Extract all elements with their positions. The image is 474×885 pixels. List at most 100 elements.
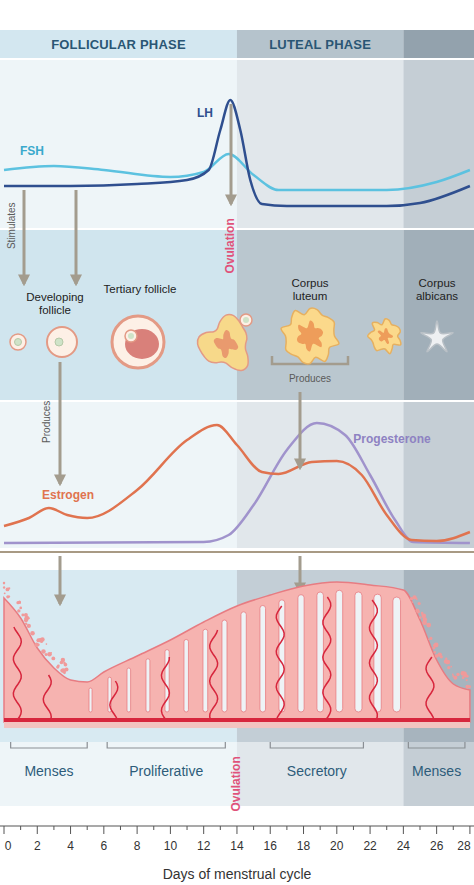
spiral-artery: [369, 600, 377, 720]
spiral-artery: [276, 606, 284, 720]
follicle-figures: [10, 308, 453, 370]
axis-number: 12: [197, 840, 210, 854]
axis-tick: [403, 826, 404, 834]
phase-bracket: [408, 742, 465, 748]
gland: [146, 659, 150, 712]
shed-fragment: [468, 685, 471, 688]
follicle-part: [15, 339, 22, 346]
axis-tick: [303, 826, 304, 834]
axis-tick: [37, 826, 38, 834]
axis-tick: [336, 826, 337, 834]
shed-fragment: [416, 608, 420, 612]
structure-name: Corpus luteum: [275, 277, 345, 303]
shed-fragment: [28, 617, 30, 619]
shed-fragment: [30, 631, 35, 636]
axis-tick: [286, 826, 287, 830]
shed-fragment: [422, 620, 427, 625]
follicle-part: [240, 314, 252, 326]
follicle-part: [128, 333, 134, 339]
leader-arrow: [59, 362, 62, 484]
axis-number: 8: [134, 840, 141, 854]
shed-fragment: [17, 609, 20, 612]
basal-layer: [4, 722, 470, 728]
axis-number: 18: [297, 840, 310, 854]
phase-name: Proliferative: [129, 763, 203, 779]
shed-fragment: [41, 649, 46, 654]
axis-tick: [170, 826, 171, 834]
shed-fragment: [450, 666, 452, 668]
axis-number: 22: [363, 840, 376, 854]
shed-fragment: [3, 582, 6, 585]
endometrium-figure: [3, 582, 471, 728]
spiral-artery: [323, 597, 331, 720]
follicle-part: [55, 338, 63, 346]
event-label: Ovulation: [230, 756, 244, 811]
gland: [184, 639, 188, 712]
shed-fragment: [46, 643, 48, 645]
gland: [241, 612, 246, 712]
panel-ground: [0, 30, 237, 58]
shed-fragment: [412, 595, 416, 599]
shed-fragment: [40, 640, 42, 642]
separator-line: [0, 551, 474, 553]
panel-ground: [237, 230, 403, 400]
gland: [127, 668, 131, 712]
axis-tick: [120, 826, 121, 830]
panel-ground: [237, 742, 403, 806]
panel-ground: [0, 742, 237, 806]
axis-tick: [220, 826, 221, 830]
shed-fragment: [24, 618, 28, 622]
shed-fragment: [4, 592, 6, 594]
shed-fragment: [25, 622, 28, 625]
follicle-part: [297, 320, 323, 351]
follicle-part: [47, 327, 77, 357]
axis-tick: [87, 826, 88, 830]
follicle-part: [368, 319, 401, 354]
follicle-part: [125, 330, 137, 342]
shed-fragment: [456, 673, 459, 676]
leader-arrow: [299, 392, 302, 468]
spiral-artery: [210, 630, 218, 720]
axis-tick: [236, 826, 237, 834]
spiral-artery: [43, 675, 51, 720]
corpus-albicans-figure: [421, 321, 453, 352]
axis-tick: [253, 826, 254, 830]
leader-arrow: [59, 556, 62, 604]
phase-heading: FOLLICULAR PHASE: [51, 37, 186, 52]
axis-tick: [70, 826, 71, 834]
shed-fragment: [438, 652, 442, 656]
panel-ground: [0, 60, 237, 228]
shed-fragment: [447, 666, 450, 669]
structure-name: Developing follicle: [13, 291, 97, 317]
axis-tick: [153, 826, 154, 830]
phase-name: Secretory: [287, 763, 347, 779]
axis-tick: [270, 826, 271, 834]
gland: [336, 590, 343, 712]
axis-tick: [420, 826, 421, 830]
leader-arrow: [230, 104, 233, 204]
axis-number: 10: [164, 840, 177, 854]
follicle-part: [55, 334, 74, 349]
axis-tick: [469, 826, 470, 834]
endometrium-layer: [4, 582, 470, 722]
shed-fragment: [418, 602, 421, 605]
estrogen-curve: [4, 425, 470, 541]
follicle-part: [214, 330, 239, 358]
gland: [393, 597, 401, 712]
shed-fragment: [18, 600, 21, 603]
gland: [203, 629, 208, 712]
axis-tick: [4, 826, 5, 834]
spiral-artery: [13, 627, 21, 720]
follicle-part: [243, 317, 249, 323]
shed-fragment: [62, 668, 67, 673]
shed-fragment: [19, 602, 21, 604]
spiral-artery: [426, 657, 434, 720]
shed-fragment: [36, 638, 40, 642]
shed-fragment: [19, 607, 22, 610]
shed-fragment: [466, 679, 468, 681]
follicle-part: [378, 328, 393, 344]
panel-ground: [403, 402, 474, 548]
phase-heading: LUTEAL PHASE: [269, 37, 371, 52]
axis-number: 0: [5, 840, 12, 854]
shed-fragment: [434, 643, 439, 648]
